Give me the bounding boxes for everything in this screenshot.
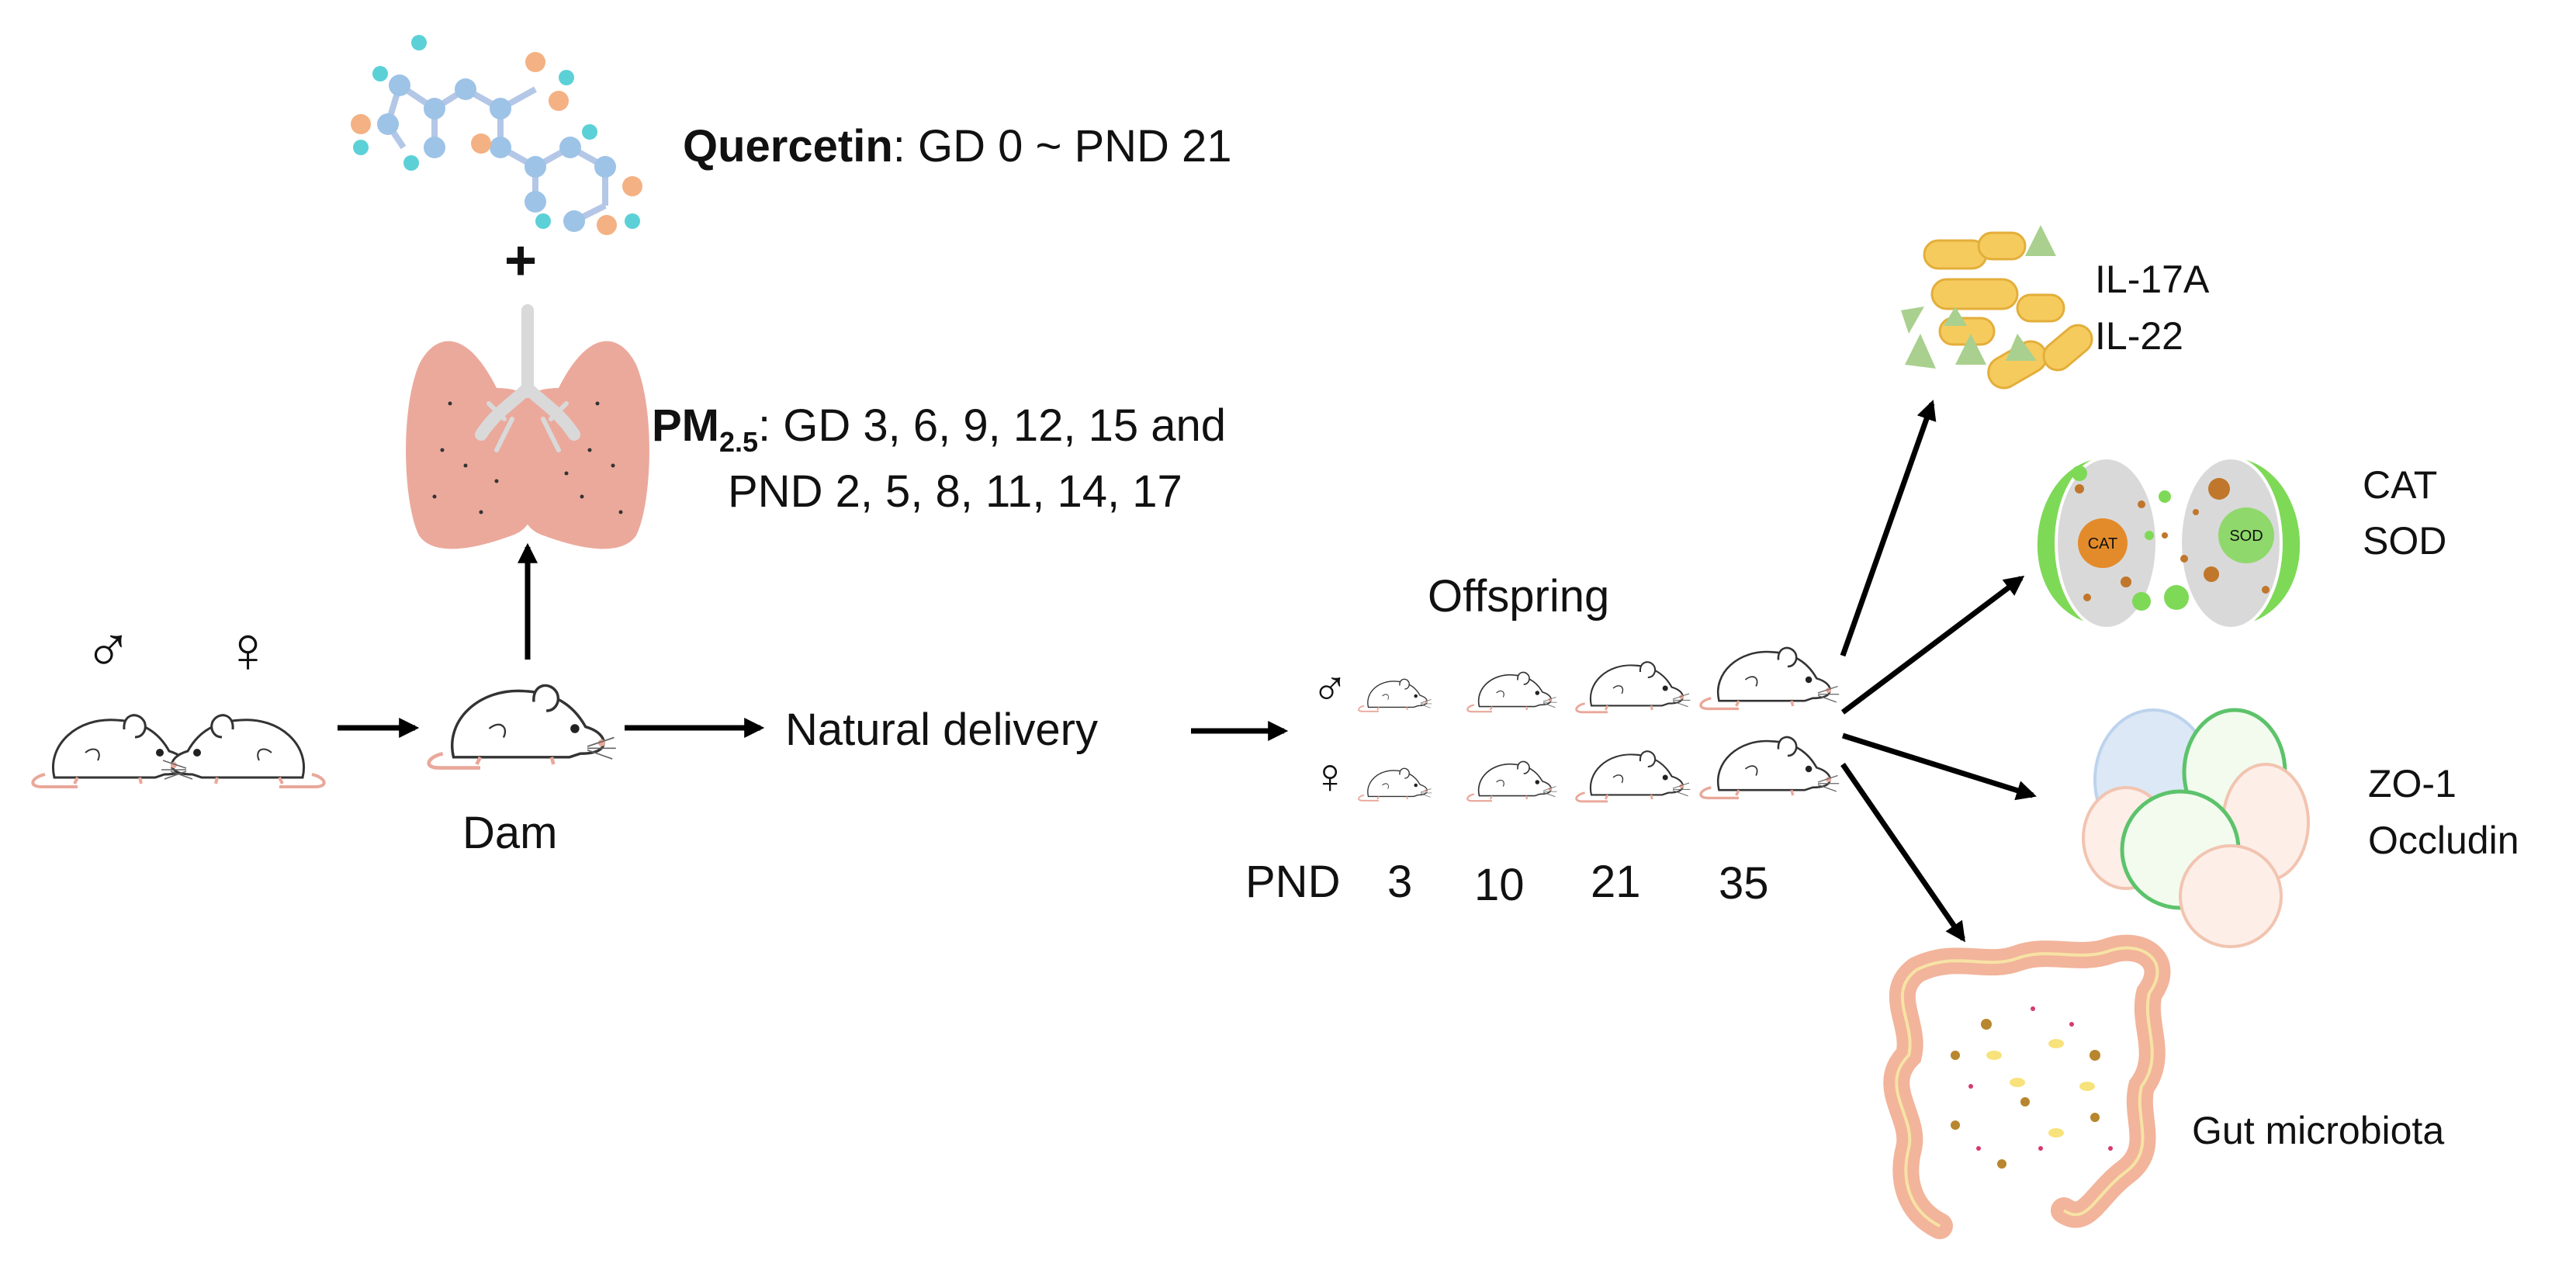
offspring-male-pnd3-icon [1358, 678, 1433, 712]
offspring-female-pnd21-icon [1575, 750, 1691, 803]
enzyme-sod: SOD [2363, 519, 2447, 563]
offspring-female-symbol: ♀ [1311, 748, 1349, 804]
cytokines-icon [1901, 225, 2093, 390]
junction-occludin: Occludin [2368, 819, 2519, 862]
gut-microbiota-label: Gut microbiota [2192, 1109, 2445, 1152]
gut-icon [1883, 934, 2171, 1239]
offspring-male-row [1358, 646, 1840, 714]
quercetin-name: Quercetin [683, 121, 893, 171]
cat-cell-label: CAT [2088, 535, 2118, 552]
sod-cell-label: SOD [2229, 528, 2263, 545]
dam-mouse-icon [429, 685, 616, 767]
antioxidant-enzymes-icon: CAT SOD [2037, 456, 2301, 630]
enzyme-cat: CAT [2363, 463, 2438, 507]
pnd-day-21: 21 [1591, 857, 1641, 907]
pm-schedule-postnatal: PND 2, 5, 8, 11, 14, 17 [728, 466, 1182, 517]
dam-label: Dam [462, 808, 558, 858]
quercetin-line: Quercetin: GD 0 ~ PND 21 [683, 124, 1232, 169]
cytokine-il22: IL-22 [2095, 314, 2183, 358]
offspring-male-pnd35-icon [1699, 646, 1840, 711]
offspring-title: Offspring [1428, 571, 1610, 622]
arrow-to-gut [1840, 763, 1965, 943]
offspring-female-row [1358, 736, 1840, 803]
quercetin-schedule: : GD 0 ~ PND 21 [892, 121, 1232, 171]
pnd-day-10: 10 [1474, 860, 1525, 910]
pm-schedule-gestation: : GD 3, 6, 9, 12, 15 and [758, 400, 1226, 451]
cytokine-il17a: IL-17A [2095, 258, 2210, 301]
junction-zo1: ZO-1 [2368, 762, 2457, 805]
offspring-male-pnd21-icon [1575, 660, 1691, 714]
male-symbol-parent: ♂ [84, 613, 133, 686]
tight-junction-cells-icon [2082, 708, 2310, 948]
offspring-female-pnd10-icon [1466, 760, 1558, 802]
plus-sign: + [504, 230, 538, 292]
lungs-icon [406, 304, 649, 549]
pnd-day-35: 35 [1719, 858, 1769, 909]
flow-arrows [338, 400, 2037, 943]
pm-subscript: 2.5 [719, 426, 759, 458]
offspring-female-pnd35-icon [1699, 736, 1840, 800]
natural-delivery-label: Natural delivery [785, 705, 1098, 755]
offspring-male-pnd10-icon [1466, 671, 1558, 713]
offspring-female-pnd3-icon [1358, 767, 1433, 802]
pm-line-1: PM2.5: GD 3, 6, 9, 12, 15 and [652, 403, 1226, 456]
quercetin-molecule-icon [351, 35, 642, 235]
arrow-to-junctions [1841, 732, 2037, 801]
arrow-to-cytokines [1840, 400, 1937, 657]
offspring-male-symbol: ♂ [1311, 660, 1349, 716]
pnd-day-3: 3 [1387, 857, 1413, 907]
pnd-axis-label: PND [1245, 857, 1341, 907]
pm-name: PM [652, 400, 719, 451]
arrow-to-enzymes [1840, 575, 2025, 715]
female-symbol-parent: ♀ [223, 613, 272, 686]
